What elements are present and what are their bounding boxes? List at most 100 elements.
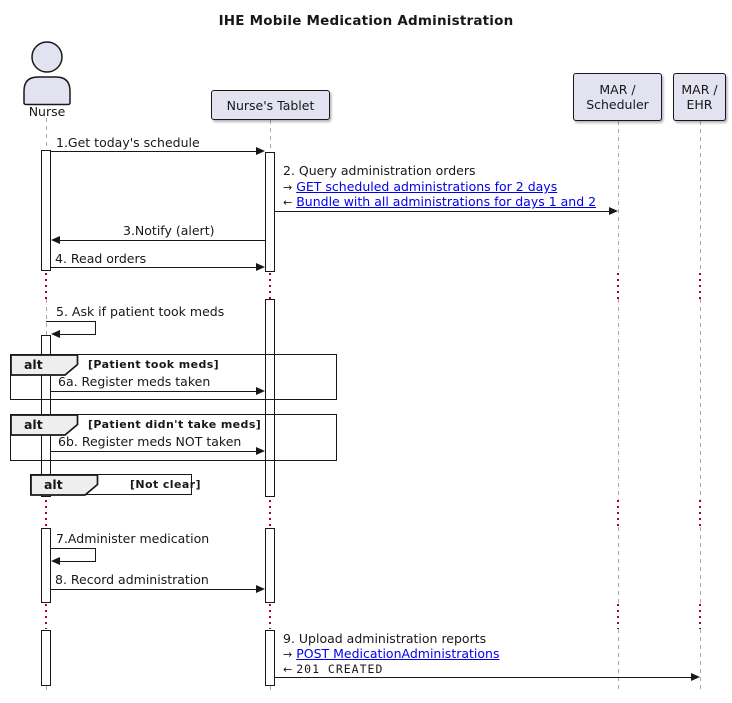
activation-bar-tablet bbox=[265, 528, 275, 603]
request-arrow-icon: → bbox=[283, 181, 293, 194]
lifeline-tablet bbox=[270, 686, 271, 692]
delay-dotted-lifeline-tablet bbox=[269, 273, 271, 299]
participant-ehr-label-line1: MAR / bbox=[681, 82, 718, 97]
message-5-self-arrow bbox=[58, 334, 96, 335]
activation-bar-nurse bbox=[41, 630, 51, 686]
arrowhead-right-icon bbox=[609, 207, 618, 215]
message-2-request-line: →GET scheduled administrations for 2 day… bbox=[283, 180, 557, 195]
delay-dotted-lifeline-nurse bbox=[45, 273, 47, 299]
message-9-request-link[interactable]: POST MedicationAdministrations bbox=[296, 646, 500, 661]
delay-dotted-lifeline-ehr bbox=[699, 604, 701, 629]
message-2-arrow bbox=[275, 211, 609, 212]
nurse-actor-icon bbox=[23, 41, 71, 106]
lifeline-nurse bbox=[46, 686, 47, 692]
lifeline-scheduler bbox=[618, 299, 619, 500]
request-arrow-icon: → bbox=[283, 648, 293, 661]
participant-scheduler: MAR / Scheduler bbox=[573, 73, 662, 121]
message-2-response-line: ←Bundle with all administrations for day… bbox=[283, 195, 596, 210]
arrowhead-right-icon bbox=[256, 447, 265, 455]
arrowhead-left-icon bbox=[51, 330, 60, 338]
fragment-alt-1 bbox=[10, 354, 337, 400]
message-5-self-arrow bbox=[46, 321, 96, 322]
message-9-response-code: 201 CREATED bbox=[296, 662, 384, 676]
lifeline-scheduler bbox=[618, 121, 619, 273]
message-9-arrow bbox=[275, 677, 691, 678]
activation-bar-nurse bbox=[41, 150, 51, 271]
arrowhead-right-icon bbox=[256, 585, 265, 593]
message-5-self-arrow bbox=[95, 321, 96, 335]
message-4-arrow bbox=[51, 267, 256, 268]
message-7-self-arrow bbox=[58, 561, 96, 562]
fragment-alt-2-operator: alt bbox=[24, 417, 43, 432]
fragment-alt-3-operator: alt bbox=[44, 477, 63, 492]
fragment-alt-1-condition: [Patient took meds] bbox=[88, 358, 220, 371]
delay-dotted-lifeline-ehr bbox=[699, 273, 701, 299]
delay-dotted-lifeline-scheduler bbox=[617, 500, 619, 527]
response-arrow-icon: ← bbox=[283, 663, 293, 676]
lifeline-ehr bbox=[700, 527, 701, 604]
response-arrow-icon: ← bbox=[283, 196, 293, 209]
participant-ehr-label-line2: EHR bbox=[686, 97, 713, 112]
activation-bar-nurse bbox=[41, 528, 51, 603]
message-2-label: 2. Query administration orders bbox=[283, 163, 476, 178]
message-7-label: 7.Administer medication bbox=[56, 531, 210, 546]
fragment-alt-2-condition: [Patient didn't take meds] bbox=[88, 418, 262, 431]
message-6b-label: 6b. Register meds NOT taken bbox=[58, 434, 242, 449]
lifeline-nurse bbox=[46, 118, 47, 150]
fragment-alt-1-header bbox=[10, 354, 79, 376]
fragment-alt-3-header bbox=[30, 474, 99, 496]
lifeline-tablet bbox=[270, 120, 271, 152]
arrowhead-right-icon bbox=[691, 673, 700, 681]
message-3-arrow bbox=[60, 240, 265, 241]
message-8-arrow bbox=[51, 589, 256, 590]
message-9-label: 9. Upload administration reports bbox=[283, 631, 487, 646]
delay-dotted-lifeline-nurse bbox=[45, 500, 47, 527]
lifeline-ehr bbox=[700, 299, 701, 500]
participant-tablet: Nurse's Tablet bbox=[211, 90, 330, 120]
message-6a-label: 6a. Register meds taken bbox=[58, 374, 211, 389]
arrowhead-left-icon bbox=[51, 236, 60, 244]
lifeline-ehr bbox=[700, 121, 701, 273]
message-8-label: 8. Record administration bbox=[55, 572, 209, 587]
message-6b-arrow bbox=[51, 451, 256, 452]
message-9-response-line: ←201 CREATED bbox=[283, 662, 383, 677]
delay-dotted-lifeline-scheduler bbox=[617, 604, 619, 629]
activation-bar-tablet bbox=[265, 630, 275, 686]
participant-scheduler-label-line2: Scheduler bbox=[586, 97, 649, 112]
arrowhead-right-icon bbox=[256, 387, 265, 395]
lifeline-scheduler bbox=[618, 629, 619, 692]
fragment-alt-3-condition: [Not clear] bbox=[130, 478, 201, 491]
message-3-label: 3.Notify (alert) bbox=[123, 223, 215, 238]
lifeline-scheduler bbox=[618, 527, 619, 604]
message-7-self-arrow bbox=[95, 548, 96, 562]
arrowhead-right-icon bbox=[256, 263, 265, 271]
lifeline-nurse bbox=[46, 299, 47, 335]
delay-dotted-lifeline-tablet bbox=[269, 500, 271, 527]
activation-bar-tablet bbox=[265, 152, 275, 272]
actor-nurse-label: Nurse bbox=[28, 104, 66, 119]
message-9-request-line: →POST MedicationAdministrations bbox=[283, 647, 499, 662]
message-6a-arrow bbox=[51, 391, 256, 392]
message-5-label: 5. Ask if patient took meds bbox=[56, 304, 225, 319]
participant-tablet-label: Nurse's Tablet bbox=[226, 97, 315, 113]
delay-dotted-lifeline-ehr bbox=[699, 500, 701, 527]
participant-ehr: MAR / EHR bbox=[673, 73, 726, 121]
message-2-response-link[interactable]: Bundle with all administrations for days… bbox=[296, 194, 597, 209]
diagram-title: IHE Mobile Medication Administration bbox=[218, 13, 514, 29]
message-1-arrow bbox=[51, 151, 256, 152]
fragment-alt-2 bbox=[10, 414, 337, 461]
participant-scheduler-label-line1: MAR / bbox=[599, 82, 636, 97]
message-7-self-arrow bbox=[51, 548, 96, 549]
arrowhead-right-icon bbox=[256, 147, 265, 155]
delay-dotted-lifeline-nurse bbox=[45, 604, 47, 629]
delay-dotted-lifeline-scheduler bbox=[617, 273, 619, 299]
lifeline-ehr bbox=[700, 629, 701, 692]
message-4-label: 4. Read orders bbox=[55, 251, 147, 266]
fragment-alt-1-operator: alt bbox=[24, 357, 43, 372]
message-2-request-link[interactable]: GET scheduled administrations for 2 days bbox=[296, 179, 558, 194]
arrowhead-left-icon bbox=[51, 557, 60, 565]
fragment-alt-2-header bbox=[10, 414, 79, 436]
activation-bar-tablet bbox=[265, 299, 275, 497]
message-1-label: 1.Get today's schedule bbox=[56, 135, 200, 150]
